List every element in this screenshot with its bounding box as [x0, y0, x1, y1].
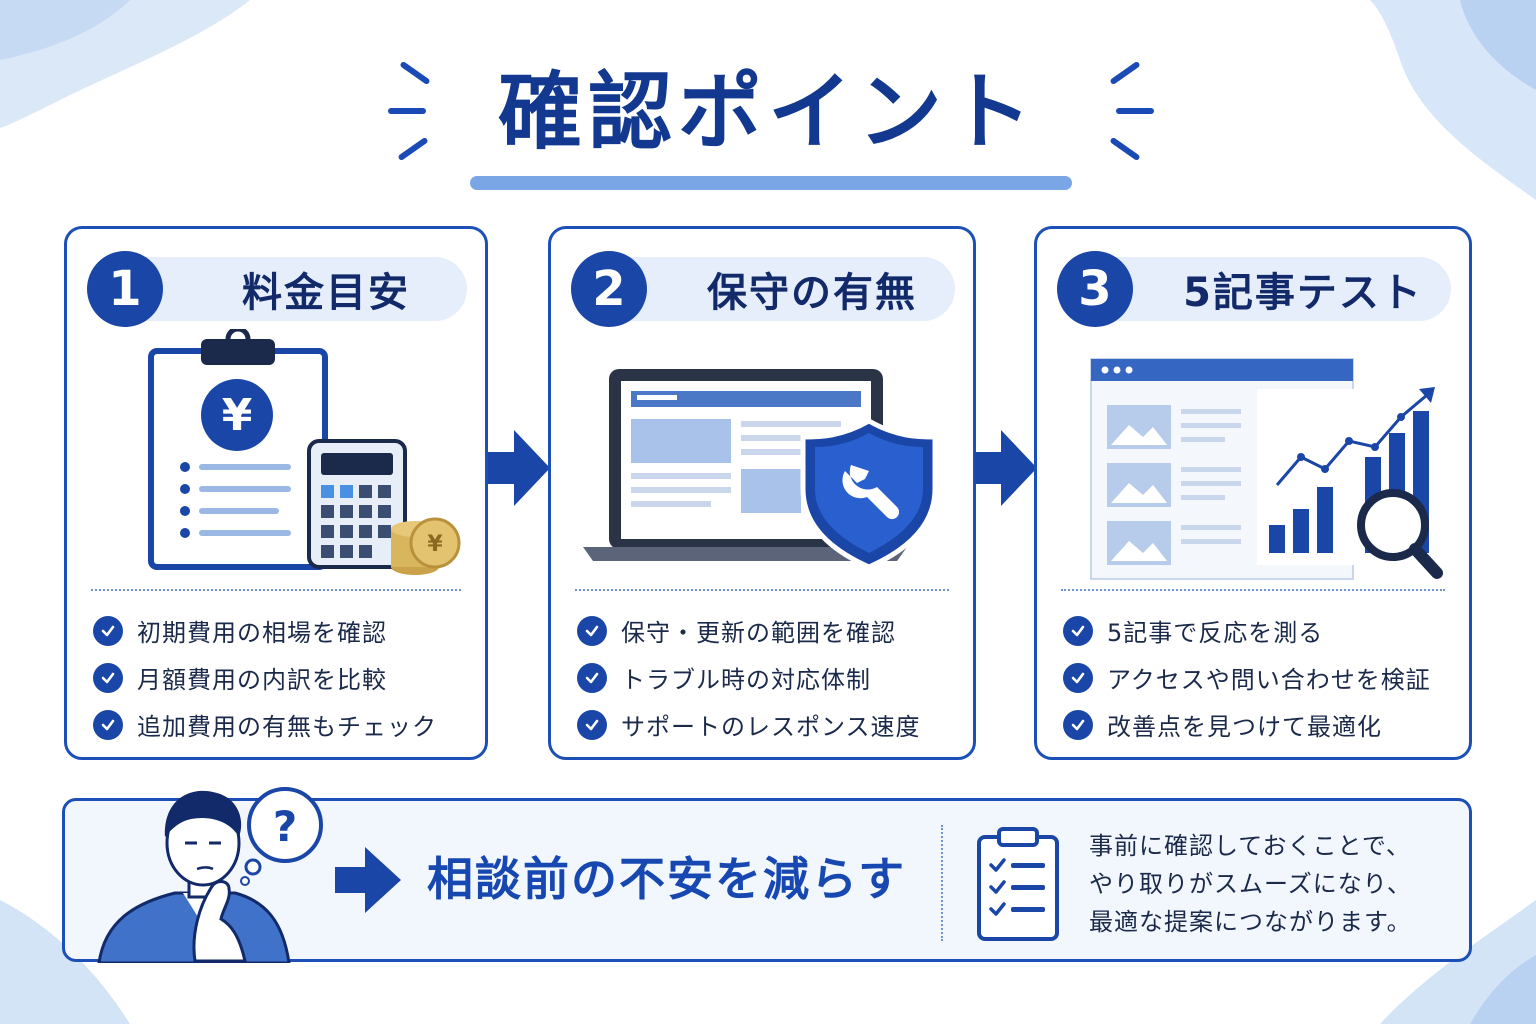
- arrow-right-icon: [335, 847, 401, 913]
- banner-note-line: 事前に確認しておくことで、: [1089, 832, 1411, 860]
- banner-message: 相談前の不安を減らす: [427, 852, 907, 906]
- list-item: 保守・更新の範囲を確認: [577, 607, 963, 654]
- thinking-person-icon: ?: [97, 787, 323, 963]
- arrow-right-icon: [975, 430, 1037, 506]
- list-item: 追加費用の有無もチェック: [93, 701, 475, 748]
- check-icon: [93, 662, 123, 693]
- page-title: 確認ポイント: [497, 63, 1038, 161]
- laptop-shield-wrench-icon: [583, 369, 938, 570]
- clipboard-yen-calculator-icon: ¥ ¥: [148, 329, 461, 575]
- card-title: 料金目安: [242, 270, 410, 316]
- banner-note-line: やり取りがスムーズになり、: [1089, 870, 1412, 898]
- check-list: 保守・更新の範囲を確認 トラブル時の対応体制 サポートのレスポンス速度: [577, 607, 963, 748]
- arrow-right-icon: [488, 430, 550, 506]
- divider: [1061, 589, 1445, 591]
- list-item: サポートのレスポンス速度: [577, 701, 963, 748]
- card-five-article-test: 3 5記事テスト 5記事で反応を測る アクセスや問い合わせを検証 改善点を見つけ…: [1034, 226, 1472, 760]
- coin-yen-symbol: ¥: [427, 532, 443, 557]
- list-item-text: 5記事で反応を測る: [1107, 619, 1324, 647]
- list-item: 初期費用の相場を確認: [93, 607, 475, 654]
- title-burst-line: [1116, 108, 1154, 114]
- check-list: 初期費用の相場を確認 月額費用の内訳を比較 追加費用の有無もチェック: [93, 607, 475, 748]
- list-item: 月額費用の内訳を比較: [93, 654, 475, 701]
- check-icon: [577, 615, 607, 646]
- check-list: 5記事で反応を測る アクセスや問い合わせを検証 改善点を見つけて最適化: [1063, 607, 1459, 748]
- check-icon: [577, 662, 607, 693]
- clipboard-checklist-icon: [977, 827, 1059, 941]
- list-item-text: 追加費用の有無もチェック: [137, 713, 437, 741]
- list-item: アクセスや問い合わせを検証: [1063, 654, 1459, 701]
- card-pricing: 1 料金目安 ¥ ¥ 初期費用の相場を確認 月額費用の内訳を比較 追加費用の: [64, 226, 488, 760]
- banner-note: 事前に確認しておくことで、 やり取りがスムーズになり、 最適な提案につながります…: [1089, 827, 1412, 941]
- divider: [575, 589, 949, 591]
- check-icon: [93, 615, 123, 646]
- card-maintenance: 2 保守の有無 保守・更新の範囲を確認 トラブル時の対応体制 サポートのレスポン…: [548, 226, 976, 760]
- list-item-text: 保守・更新の範囲を確認: [621, 619, 896, 647]
- check-icon: [1063, 709, 1093, 740]
- check-icon: [1063, 615, 1093, 646]
- list-item: 改善点を見つけて最適化: [1063, 701, 1459, 748]
- check-icon: [1063, 662, 1093, 693]
- summary-banner: ? 相談前の不安を減らす 事前に確認しておくことで、 やり取りがスムーズになり、…: [62, 787, 1472, 963]
- list-item: 5記事で反応を測る: [1063, 607, 1459, 654]
- yen-symbol: ¥: [222, 390, 253, 441]
- title-underline: [470, 176, 1072, 190]
- card-title: 5記事テスト: [1183, 270, 1423, 316]
- banner-note-line: 最適な提案につながります。: [1089, 908, 1412, 936]
- step-number: 2: [571, 251, 647, 327]
- list-item-text: アクセスや問い合わせを検証: [1107, 666, 1431, 694]
- list-item-text: 初期費用の相場を確認: [137, 619, 387, 647]
- check-icon: [577, 709, 607, 740]
- list-item-text: トラブル時の対応体制: [621, 666, 871, 694]
- check-icon: [93, 709, 123, 740]
- step-number: 3: [1057, 251, 1133, 327]
- question-mark: ?: [273, 802, 297, 851]
- list-item-text: 改善点を見つけて最適化: [1107, 713, 1382, 741]
- divider: [91, 589, 461, 591]
- card-title: 保守の有無: [707, 270, 917, 316]
- title-burst-line: [388, 108, 426, 114]
- browser-chart-magnifier-icon: [1090, 358, 1443, 580]
- list-item: トラブル時の対応体制: [577, 654, 963, 701]
- list-item-text: サポートのレスポンス速度: [621, 713, 921, 741]
- list-item-text: 月額費用の内訳を比較: [137, 666, 387, 694]
- step-number: 1: [87, 251, 163, 327]
- banner-divider: [941, 825, 943, 941]
